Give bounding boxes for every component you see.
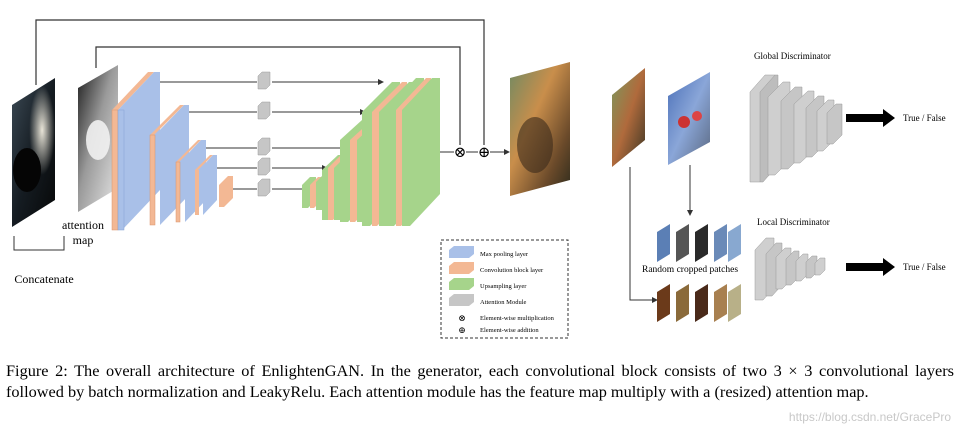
global-output-label: True / False [903,113,946,123]
attention-module-3 [257,137,271,156]
disc-input-small-image [612,68,645,167]
attention-map-label-line1: attention [62,218,104,232]
concatenate-bracket [13,236,65,251]
output-arrowhead [504,149,510,155]
pool-layer-1-face [117,109,125,231]
local-output-arrow [846,258,895,276]
legend-swatch-attn [449,294,474,306]
conv-block-2 [150,105,184,135]
cropped-patches-bottom [657,284,741,322]
architecture-diagram: ⊗ ⊕ [12,19,946,339]
patch-bottom-5 [728,284,741,322]
attention-map-label-line2: map [73,233,94,247]
patch-top-3 [695,224,708,262]
watermark: https://blog.csdn.net/GracePro [788,410,951,424]
disc-input-balloon-image [668,72,710,165]
multiply-operator: ⊗ [454,145,467,161]
patch-top-2 [676,224,689,262]
patch-bottom-4 [714,284,727,322]
attention-module-5 [257,178,271,197]
legend-label-conv: Convolution block layer [480,267,544,274]
legend-label-attn: Attention Module [480,299,527,306]
global-output-arrow [846,109,895,127]
legend-symbol-add: ⊕ [458,325,466,335]
attention-connections [160,81,378,190]
local-discriminator-label: Local Discriminator [757,217,830,227]
conv-block-3-face [175,161,181,223]
cropped-patches-top [657,224,741,262]
patch-bottom-2 [676,284,689,322]
legend-label-add: Element-wise addition [480,327,539,334]
disc-flow-lines [629,165,691,301]
upsampling-layer-10 [402,78,440,226]
local-discriminator [754,237,826,301]
attention-module-1 [257,71,271,90]
conv-block-5 [219,176,233,207]
pool-layer-2 [155,105,189,225]
attention-module-4 [257,157,271,176]
conv-block-3 [176,140,201,162]
output-image [510,62,570,196]
conv-block-1 [112,72,154,110]
pool-layer-4 [199,155,217,215]
legend-label-multiply: Element-wise multiplication [480,315,555,322]
input-image [12,78,55,227]
legend-swatch-up [449,278,474,290]
legend-symbol-multiply: ⊗ [458,313,466,323]
patch-bottom-1 [657,284,670,322]
pool-layer-1 [118,72,160,228]
global-discriminator-label: Global Discriminator [754,51,831,61]
attention-map-image [78,65,118,212]
patch-top-5 [728,224,741,262]
legend-label-pool: Max pooling layer [480,251,529,258]
conv-block-2-face [149,134,156,226]
patch-bottom-3 [695,284,708,322]
skip-connection-lines [35,19,485,145]
random-cropped-patches-label: Random cropped patches [642,265,738,275]
global-discriminator [749,74,843,183]
local-output-label: True / False [903,262,946,272]
attention-modules [257,71,271,197]
legend: Max pooling layer Convolution block laye… [440,239,569,339]
attention-module-2 [257,101,271,120]
patch-top-4 [714,224,727,262]
add-operator: ⊕ [478,145,491,161]
conv-block-4-face [195,170,199,215]
legend-label-up: Upsampling layer [480,283,527,290]
legend-swatch-pool [449,246,474,258]
decoder-layers [302,78,440,226]
pool-layer-3 [180,140,206,222]
patch-top-1 [657,224,670,262]
encoder-layers [111,72,233,231]
figure-caption: Figure 2: The overall architecture of En… [6,361,954,401]
concatenate-label: Concatenate [14,272,73,286]
conv-block-1-face [111,109,119,231]
conv-block-4 [195,155,213,170]
legend-swatch-conv [449,262,474,274]
